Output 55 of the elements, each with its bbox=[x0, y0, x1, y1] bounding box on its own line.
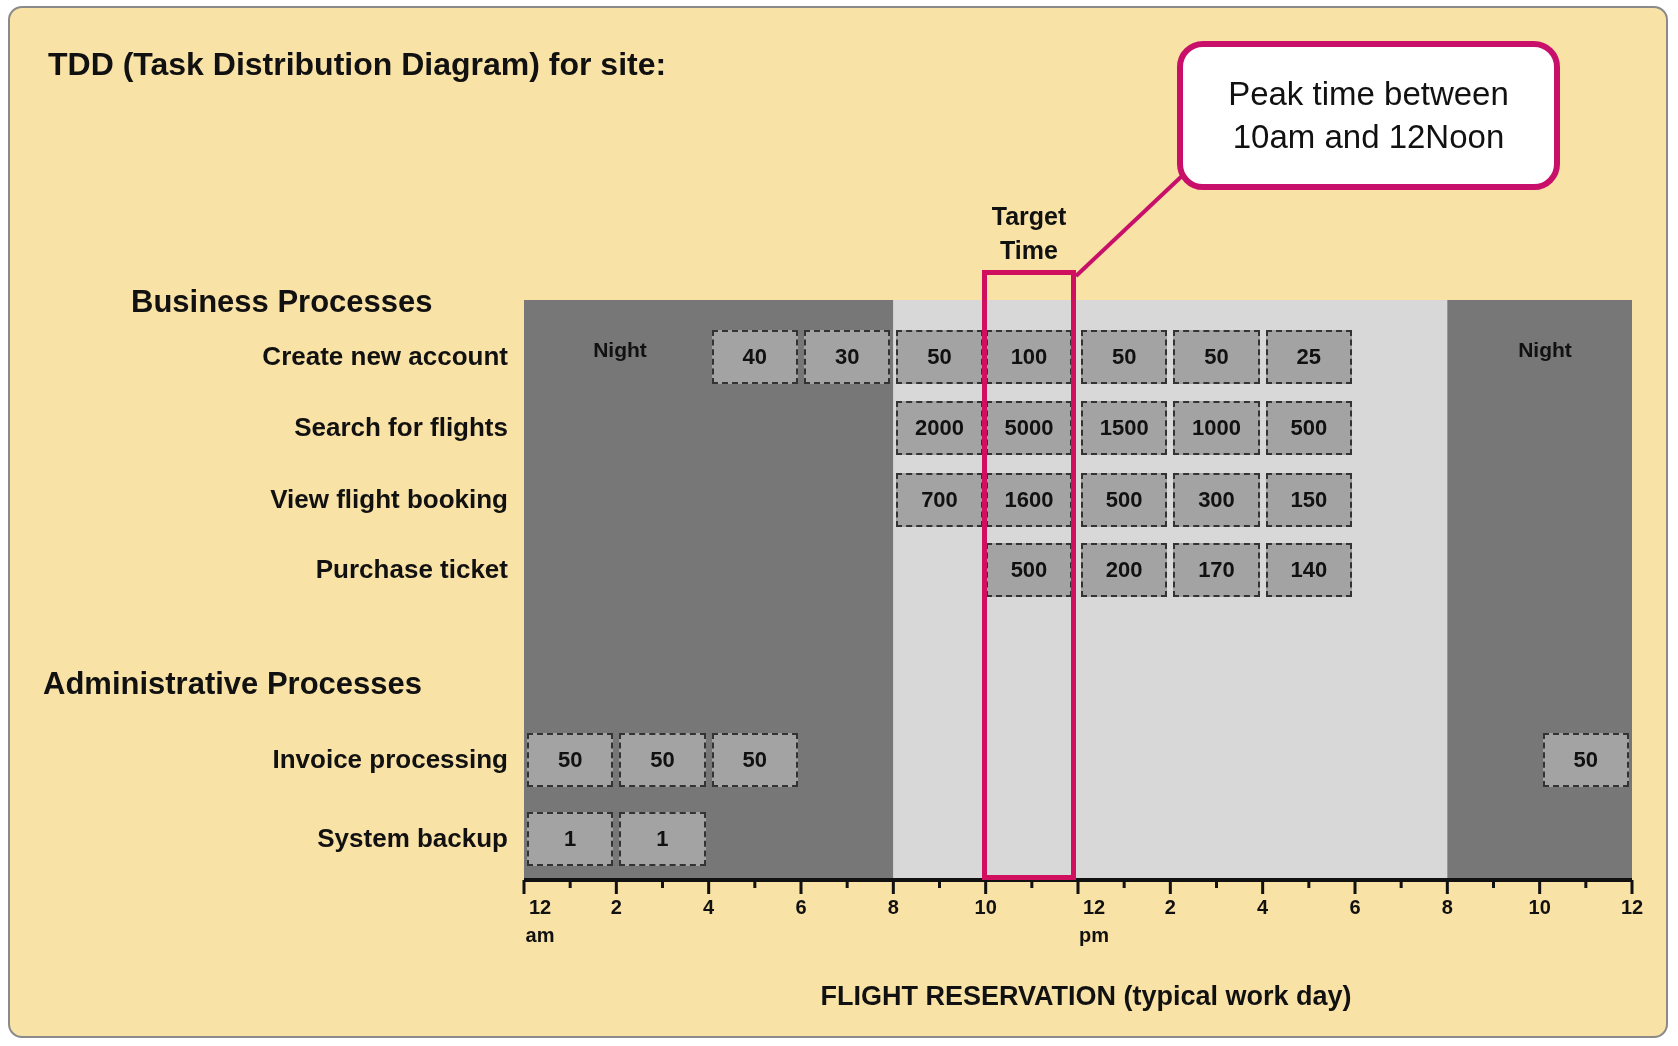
task-count-box: 50 bbox=[1173, 330, 1260, 384]
task-count-box: 50 bbox=[1542, 733, 1629, 787]
tick-label: 12 am bbox=[524, 895, 556, 948]
task-count-box: 30 bbox=[804, 330, 891, 384]
task-count-box: 2000 bbox=[896, 401, 983, 455]
task-count-box: 1600 bbox=[985, 473, 1073, 527]
row-label: View flight booking bbox=[270, 484, 508, 515]
task-count-box: 50 bbox=[711, 733, 798, 787]
task-count-box: 40 bbox=[711, 330, 798, 384]
tick-label: 12 bbox=[1619, 895, 1645, 920]
tick-label: 8 bbox=[886, 895, 900, 920]
axis-title: FLIGHT RESERVATION (typical work day) bbox=[820, 981, 1352, 1012]
row-label: Search for flights bbox=[294, 412, 508, 443]
section-heading: Administrative Processes bbox=[43, 666, 423, 702]
task-count-box: 5000 bbox=[985, 401, 1073, 455]
task-count-box: 1 bbox=[527, 812, 614, 866]
section-heading: Business Processes bbox=[131, 284, 433, 320]
task-count-box: 150 bbox=[1265, 473, 1352, 527]
row-label: Purchase ticket bbox=[315, 554, 508, 585]
task-count-box: 500 bbox=[985, 543, 1073, 597]
tick-label: 4 bbox=[1256, 895, 1270, 920]
tick-label: 12 pm bbox=[1078, 895, 1110, 948]
task-count-box: 1000 bbox=[1173, 401, 1260, 455]
tick-label: 6 bbox=[1348, 895, 1362, 920]
tick-label: 6 bbox=[794, 895, 808, 920]
band-label: Night bbox=[1518, 338, 1572, 362]
task-count-box: 25 bbox=[1265, 330, 1352, 384]
task-count-box: 1 bbox=[619, 812, 706, 866]
band-label: Night bbox=[593, 338, 647, 362]
task-count-box: 50 bbox=[619, 733, 706, 787]
row-label: System backup bbox=[317, 823, 508, 854]
callout-box: Peak time between 10am and 12Noon bbox=[1177, 41, 1560, 190]
task-count-box: 140 bbox=[1265, 543, 1352, 597]
task-count-box: 300 bbox=[1173, 473, 1260, 527]
task-count-box: 500 bbox=[1081, 473, 1168, 527]
tick-label: 10 bbox=[1527, 895, 1552, 920]
row-label: Invoice processing bbox=[272, 744, 508, 775]
task-count-box: 500 bbox=[1265, 401, 1352, 455]
tick-label: 8 bbox=[1440, 895, 1454, 920]
task-count-box: 170 bbox=[1173, 543, 1260, 597]
tick-label: 2 bbox=[609, 895, 623, 920]
task-count-box: 100 bbox=[985, 330, 1073, 384]
task-count-box: 50 bbox=[527, 733, 614, 787]
leader-line bbox=[1074, 173, 1185, 278]
frame-heading: Target Time bbox=[990, 201, 1068, 266]
task-count-box: 50 bbox=[896, 330, 983, 384]
task-count-box: 50 bbox=[1081, 330, 1168, 384]
tick-label: 4 bbox=[702, 895, 716, 920]
tick-label: 10 bbox=[973, 895, 998, 920]
task-count-box: 200 bbox=[1081, 543, 1168, 597]
task-count-box: 700 bbox=[896, 473, 983, 527]
diagram-title: TDD (Task Distribution Diagram) for site: bbox=[48, 46, 667, 83]
row-label: Create new account bbox=[262, 341, 508, 372]
tick-label: 2 bbox=[1163, 895, 1177, 920]
task-count-box: 1500 bbox=[1081, 401, 1168, 455]
